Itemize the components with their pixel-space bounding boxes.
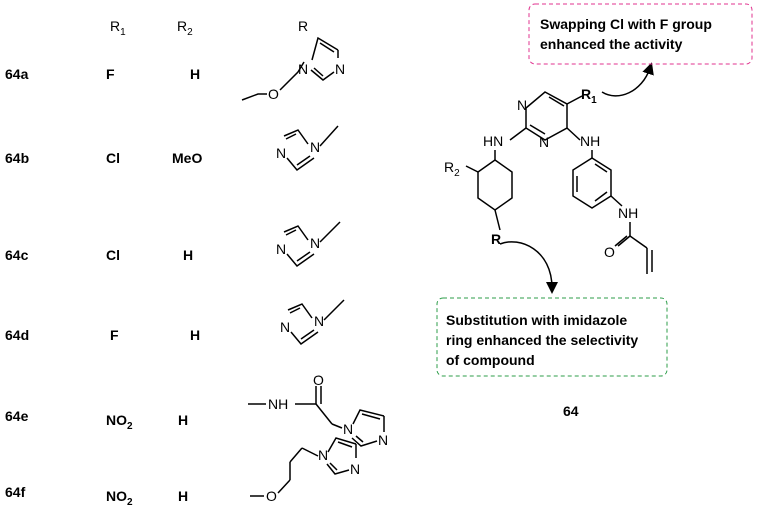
r1-64b: Cl: [106, 150, 120, 166]
svg-text:O: O: [266, 488, 277, 504]
svg-text:N: N: [276, 241, 286, 257]
r-structure-64a: O N N: [241, 36, 345, 102]
r-label: R: [491, 231, 501, 247]
row-id-64f: 64f: [5, 484, 26, 500]
svg-text:NH: NH: [580, 133, 600, 149]
arrow-to-top-note: [601, 62, 654, 97]
row-id-64c: 64c: [5, 247, 29, 263]
row-id-64d: 64d: [5, 327, 29, 343]
r-structure-64c: N N: [276, 221, 341, 268]
svg-text:N: N: [310, 235, 320, 251]
svg-text:N: N: [335, 61, 345, 77]
compound-64-structure: N N R1 HN NH R2 R NH O: [444, 86, 653, 274]
r1-64a: F: [106, 66, 115, 82]
top-note-line-1: Swapping Cl with F group: [540, 16, 712, 32]
r2-64e: H: [178, 412, 188, 428]
r2-64c: H: [183, 247, 193, 263]
svg-text:N: N: [310, 139, 320, 155]
arrow-to-bottom-note: [499, 241, 558, 294]
header-r: R: [298, 18, 308, 34]
svg-text:O: O: [313, 372, 324, 388]
r-structure-64d: N N: [280, 299, 345, 346]
bottom-note-box: [436, 297, 668, 377]
r2-label: R2: [444, 159, 460, 179]
svg-text:N: N: [276, 145, 286, 161]
bottom-note-line-1: Substitution with imidazole: [446, 312, 627, 328]
svg-text:N: N: [350, 461, 360, 477]
r2-64a: H: [190, 66, 200, 82]
svg-text:N: N: [517, 97, 527, 113]
row-id-64a: 64a: [5, 66, 29, 82]
svg-text:O: O: [604, 244, 615, 260]
r1-64f: NO2: [106, 488, 133, 508]
compound-number: 64: [563, 403, 579, 419]
svg-text:NH: NH: [618, 205, 638, 221]
top-note-line-2: enhanced the activity: [540, 36, 683, 52]
r1-64e: NO2: [106, 412, 133, 432]
svg-text:O: O: [268, 86, 279, 102]
r2-64d: H: [190, 327, 200, 343]
svg-text:N: N: [314, 313, 324, 329]
svg-text:HN: HN: [483, 133, 503, 149]
header-r2: R2: [177, 18, 193, 38]
r-structure-64b: N N: [276, 125, 339, 172]
svg-text:N: N: [298, 61, 308, 77]
top-note-box: [528, 3, 753, 65]
r2-64f: H: [178, 488, 188, 504]
bottom-note-line-3: of compound: [446, 352, 535, 368]
r1-64d: F: [110, 327, 119, 343]
svg-text:N: N: [318, 447, 328, 463]
r1-label: R1: [581, 86, 597, 106]
svg-text:N: N: [539, 134, 549, 150]
row-id-64b: 64b: [5, 150, 29, 166]
r-structure-64e: NH O N N: [248, 372, 388, 448]
svg-text:NH: NH: [268, 396, 288, 412]
row-id-64e: 64e: [5, 408, 29, 424]
r1-64c: Cl: [106, 247, 120, 263]
r2-64b: MeO: [172, 150, 202, 166]
svg-text:N: N: [343, 421, 353, 437]
r-structure-64f: O N N: [250, 437, 360, 504]
svg-text:N: N: [378, 432, 388, 448]
bottom-note-line-2: ring enhanced the selectivity: [446, 332, 638, 348]
svg-text:N: N: [280, 319, 290, 335]
header-r1: R1: [110, 18, 126, 38]
